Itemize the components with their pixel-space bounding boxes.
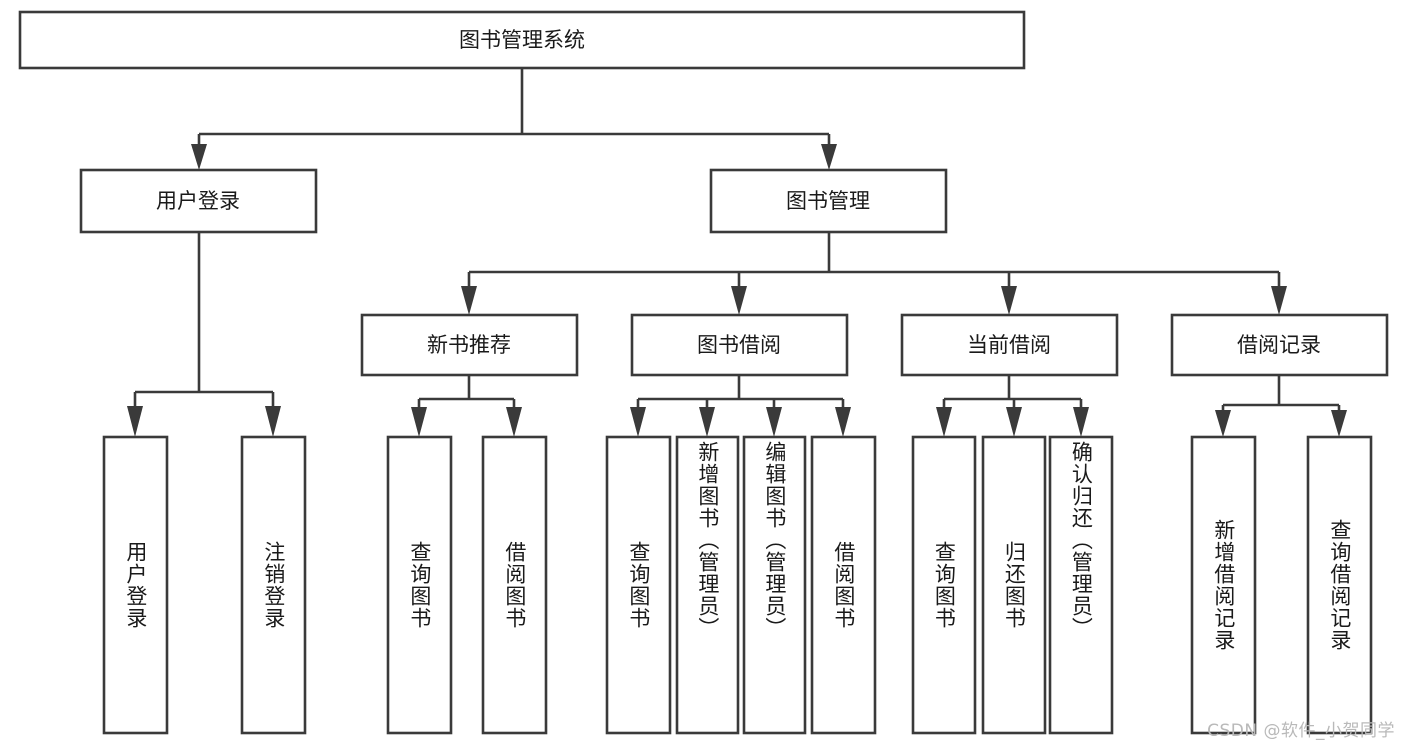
node-box-user-login[interactable] [79,168,318,234]
node-box-leaf-query-book-3[interactable] [911,435,977,735]
node-box-book-manage[interactable] [709,168,948,234]
node-box-leaf-query-book-2[interactable] [605,435,672,735]
node-box-book-borrow[interactable] [630,313,849,377]
node-label-root: 图书管理系统 [459,28,585,52]
connector-recommend-to-leaves [411,375,522,437]
arrow-head-icon [835,407,851,437]
arrow-head-icon [461,286,477,315]
arrow-head-icon [731,286,747,315]
node-label-borrow-record: 借阅记录 [1237,333,1321,357]
arrow-head-icon [1001,286,1017,315]
node-box-current-borrow[interactable] [900,313,1119,377]
arrow-head-icon [1271,286,1287,315]
arrow-head-icon [936,407,952,437]
arrow-head-icon [265,406,281,437]
node-label-new-book-recommend: 新书推荐 [427,333,511,357]
arrow-head-icon [127,406,143,437]
connector-root-to-level2 [191,68,837,170]
connector-borrow-to-leaves [630,375,851,437]
arrow-head-icon [766,407,782,437]
node-box-borrow-record[interactable] [1170,313,1389,377]
watermark: CSDN @软件_小贺同学 [1207,721,1395,741]
arrow-head-icon [191,144,207,170]
node-box-leaf-query-record[interactable] [1306,435,1373,735]
arrow-head-icon [1006,407,1022,437]
arrow-head-icon [1073,407,1089,437]
node-label-book-manage: 图书管理 [786,189,870,213]
connector-current-to-leaves [936,375,1089,437]
node-box-leaf-add-book[interactable] [675,435,740,735]
arrow-head-icon [821,144,837,170]
node-box-leaf-edit-book[interactable] [742,435,807,735]
node-box-new-book-recommend[interactable] [360,313,579,377]
node-box-leaf-confirm-return[interactable] [1048,435,1114,735]
node-label-user-login: 用户登录 [156,189,240,213]
node-label-current-borrow: 当前借阅 [967,333,1051,357]
node-box-leaf-borrow-book-1[interactable] [481,435,548,735]
node-box-leaf-add-record[interactable] [1190,435,1257,735]
connector-userlogin-to-leaves [127,232,281,437]
node-box-leaf-user-login[interactable] [102,435,169,735]
connector-bookmanage-to-level3 [461,232,1287,315]
node-box-leaf-borrow-book-2[interactable] [810,435,877,735]
node-label-book-borrow: 图书借阅 [697,333,781,357]
node-box-leaf-return-book[interactable] [981,435,1047,735]
arrow-head-icon [630,407,646,437]
arrow-head-icon [411,407,427,437]
node-box-leaf-query-book-1[interactable] [386,435,453,735]
arrow-head-icon [1331,410,1347,437]
arrow-head-icon [699,407,715,437]
node-box-root[interactable] [18,10,1026,70]
node-box-leaf-logout[interactable] [240,435,307,735]
connector-record-to-leaves [1215,375,1347,437]
arrow-head-icon [1215,410,1231,437]
arrow-head-icon [506,407,522,437]
